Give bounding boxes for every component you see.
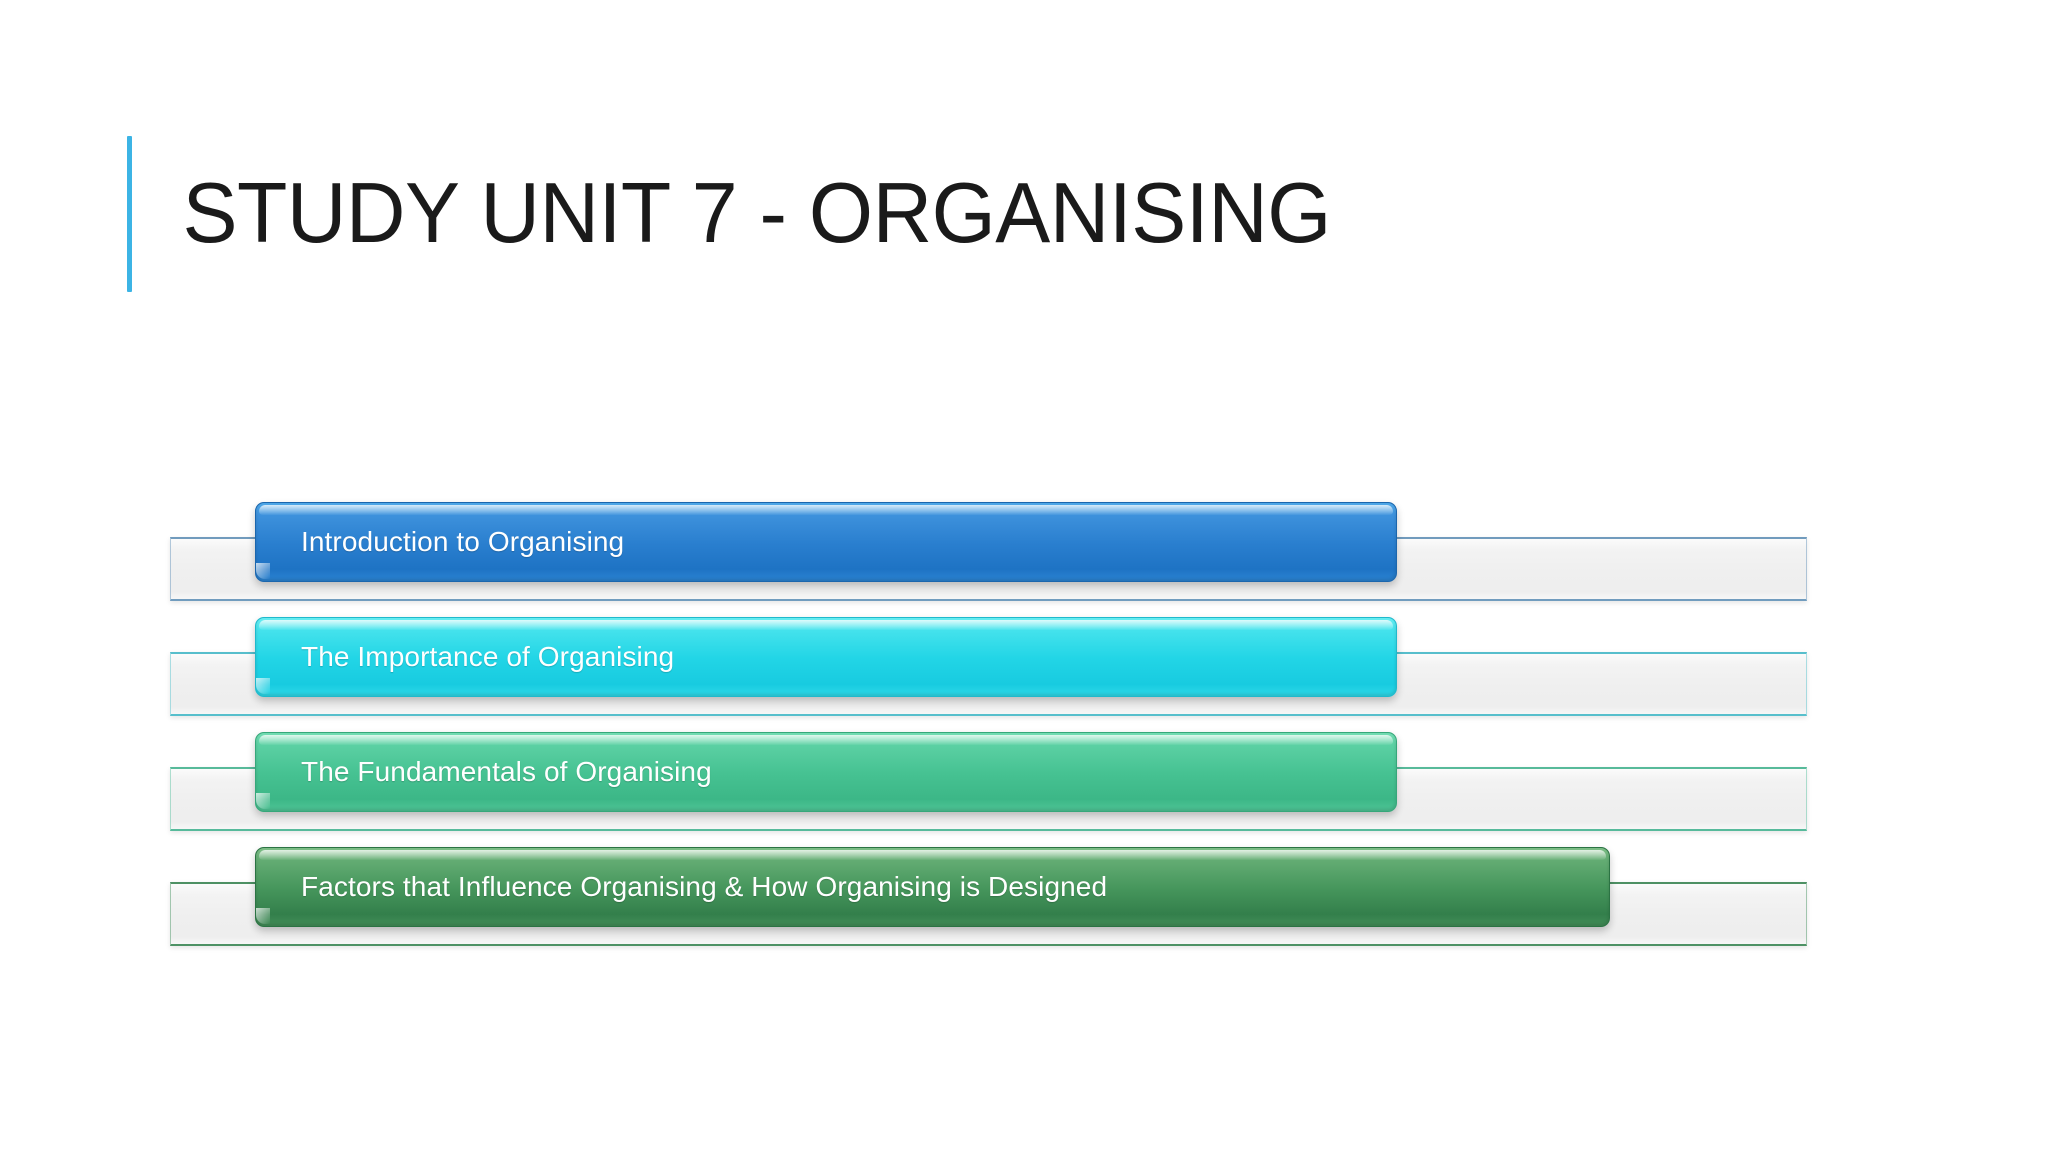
title-block: STUDY UNIT 7 - ORGANISING: [127, 136, 1627, 292]
list-item[interactable]: Introduction to Organising: [0, 502, 2048, 614]
agenda-item-bar-4[interactable]: Factors that Influence Organising & How …: [255, 847, 1610, 927]
agenda-item-bar-2[interactable]: The Importance of Organising: [255, 617, 1397, 697]
agenda-item-label-1: Introduction to Organising: [301, 526, 625, 557]
agenda-item-label-2: The Importance of Organising: [301, 641, 675, 672]
list-item[interactable]: Factors that Influence Organising & How …: [0, 847, 2048, 959]
agenda-item-label-4: Factors that Influence Organising & How …: [301, 871, 1108, 902]
agenda-item-label-3: The Fundamentals of Organising: [301, 756, 712, 787]
agenda-item-bar-3[interactable]: The Fundamentals of Organising: [255, 732, 1397, 812]
page-title: STUDY UNIT 7 - ORGANISING: [182, 165, 1331, 261]
list-item[interactable]: The Importance of Organising: [0, 617, 2048, 729]
list-item[interactable]: The Fundamentals of Organising: [0, 732, 2048, 844]
title-accent-bar: [127, 136, 132, 292]
agenda-item-bar-1[interactable]: Introduction to Organising: [255, 502, 1397, 582]
agenda-list: Introduction to Organising The Importanc…: [0, 502, 2048, 972]
